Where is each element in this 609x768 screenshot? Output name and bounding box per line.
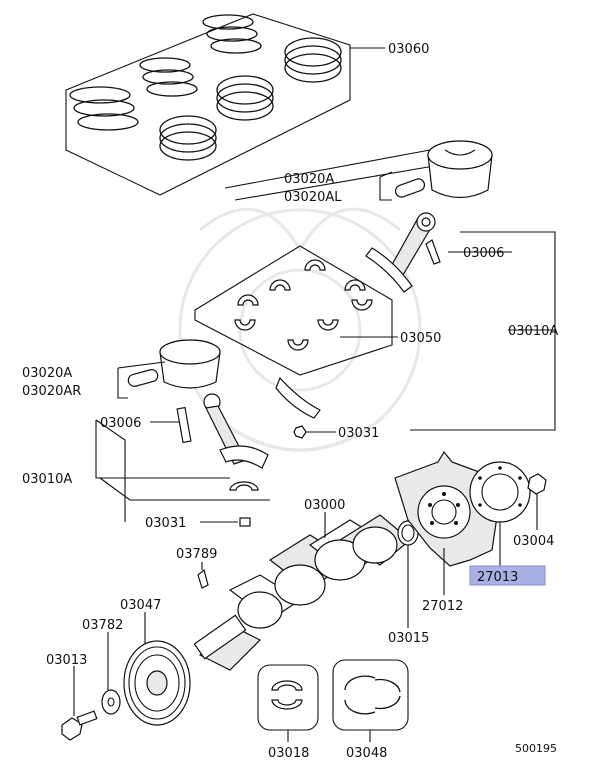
oil-seal-03015[interactable]: 03015 <box>388 520 429 646</box>
diagram-number: 500195 <box>515 742 557 755</box>
label-03047: 03047 <box>120 598 161 613</box>
thrust-washer-set-03048[interactable]: 03048 <box>332 659 409 761</box>
label-03060: 03060 <box>388 42 429 57</box>
label-03020al: 03020AL <box>284 190 342 205</box>
watermark-logo <box>178 207 422 452</box>
washer-03782[interactable]: 03782 <box>82 618 123 715</box>
label-27013: 27013 <box>477 570 518 585</box>
label-03020a-top: 03020A <box>284 172 334 187</box>
piston-left-03020ar[interactable]: 03020A 03020AR <box>22 339 221 399</box>
woodruff-key-03789[interactable]: 03789 <box>176 547 217 589</box>
label-03015: 03015 <box>388 631 429 646</box>
label-03782: 03782 <box>82 618 123 633</box>
label-27012: 27012 <box>422 599 463 614</box>
label-03020a-left: 03020A <box>22 366 72 381</box>
highlight-27013 <box>469 565 546 586</box>
label-03004: 03004 <box>513 534 554 549</box>
piston-right-03020al[interactable]: 03020A 03020AL <box>224 140 493 205</box>
bearing-cap-right-03031[interactable]: 03031 <box>275 376 379 441</box>
label-03789: 03789 <box>176 547 217 562</box>
pulley-bolt-03013[interactable]: 03013 <box>46 653 98 741</box>
bolt-03004[interactable]: 03004 <box>513 473 554 549</box>
label-03010a-right: 03010A <box>508 324 558 339</box>
label-03050: 03050 <box>400 331 441 346</box>
bearing-set-03050[interactable]: 03050 <box>194 245 441 376</box>
crankshaft-03000[interactable]: 03000 <box>193 498 411 671</box>
connecting-rod-right[interactable]: 03006 03010A <box>365 212 558 431</box>
piston-ring-set-03060[interactable]: 03060 <box>65 13 429 196</box>
label-03020ar: 03020AR <box>22 384 81 399</box>
crank-pulley-03047[interactable]: 03047 <box>120 598 191 726</box>
label-03006-left: 03006 <box>100 416 141 431</box>
label-03010a-left: 03010A <box>22 472 72 487</box>
label-03018: 03018 <box>268 746 309 761</box>
label-03031-left: 03031 <box>145 516 186 531</box>
label-03006-right: 03006 <box>463 246 504 261</box>
connecting-rod-left[interactable]: 03006 03010A 03031 <box>22 393 270 531</box>
label-03048: 03048 <box>346 746 387 761</box>
main-bearing-set-03018[interactable]: 03018 <box>257 664 319 761</box>
label-03000: 03000 <box>304 498 345 513</box>
adapter-plate-27013[interactable]: 27013 <box>469 461 546 586</box>
label-03031-right: 03031 <box>338 426 379 441</box>
label-03013: 03013 <box>46 653 87 668</box>
